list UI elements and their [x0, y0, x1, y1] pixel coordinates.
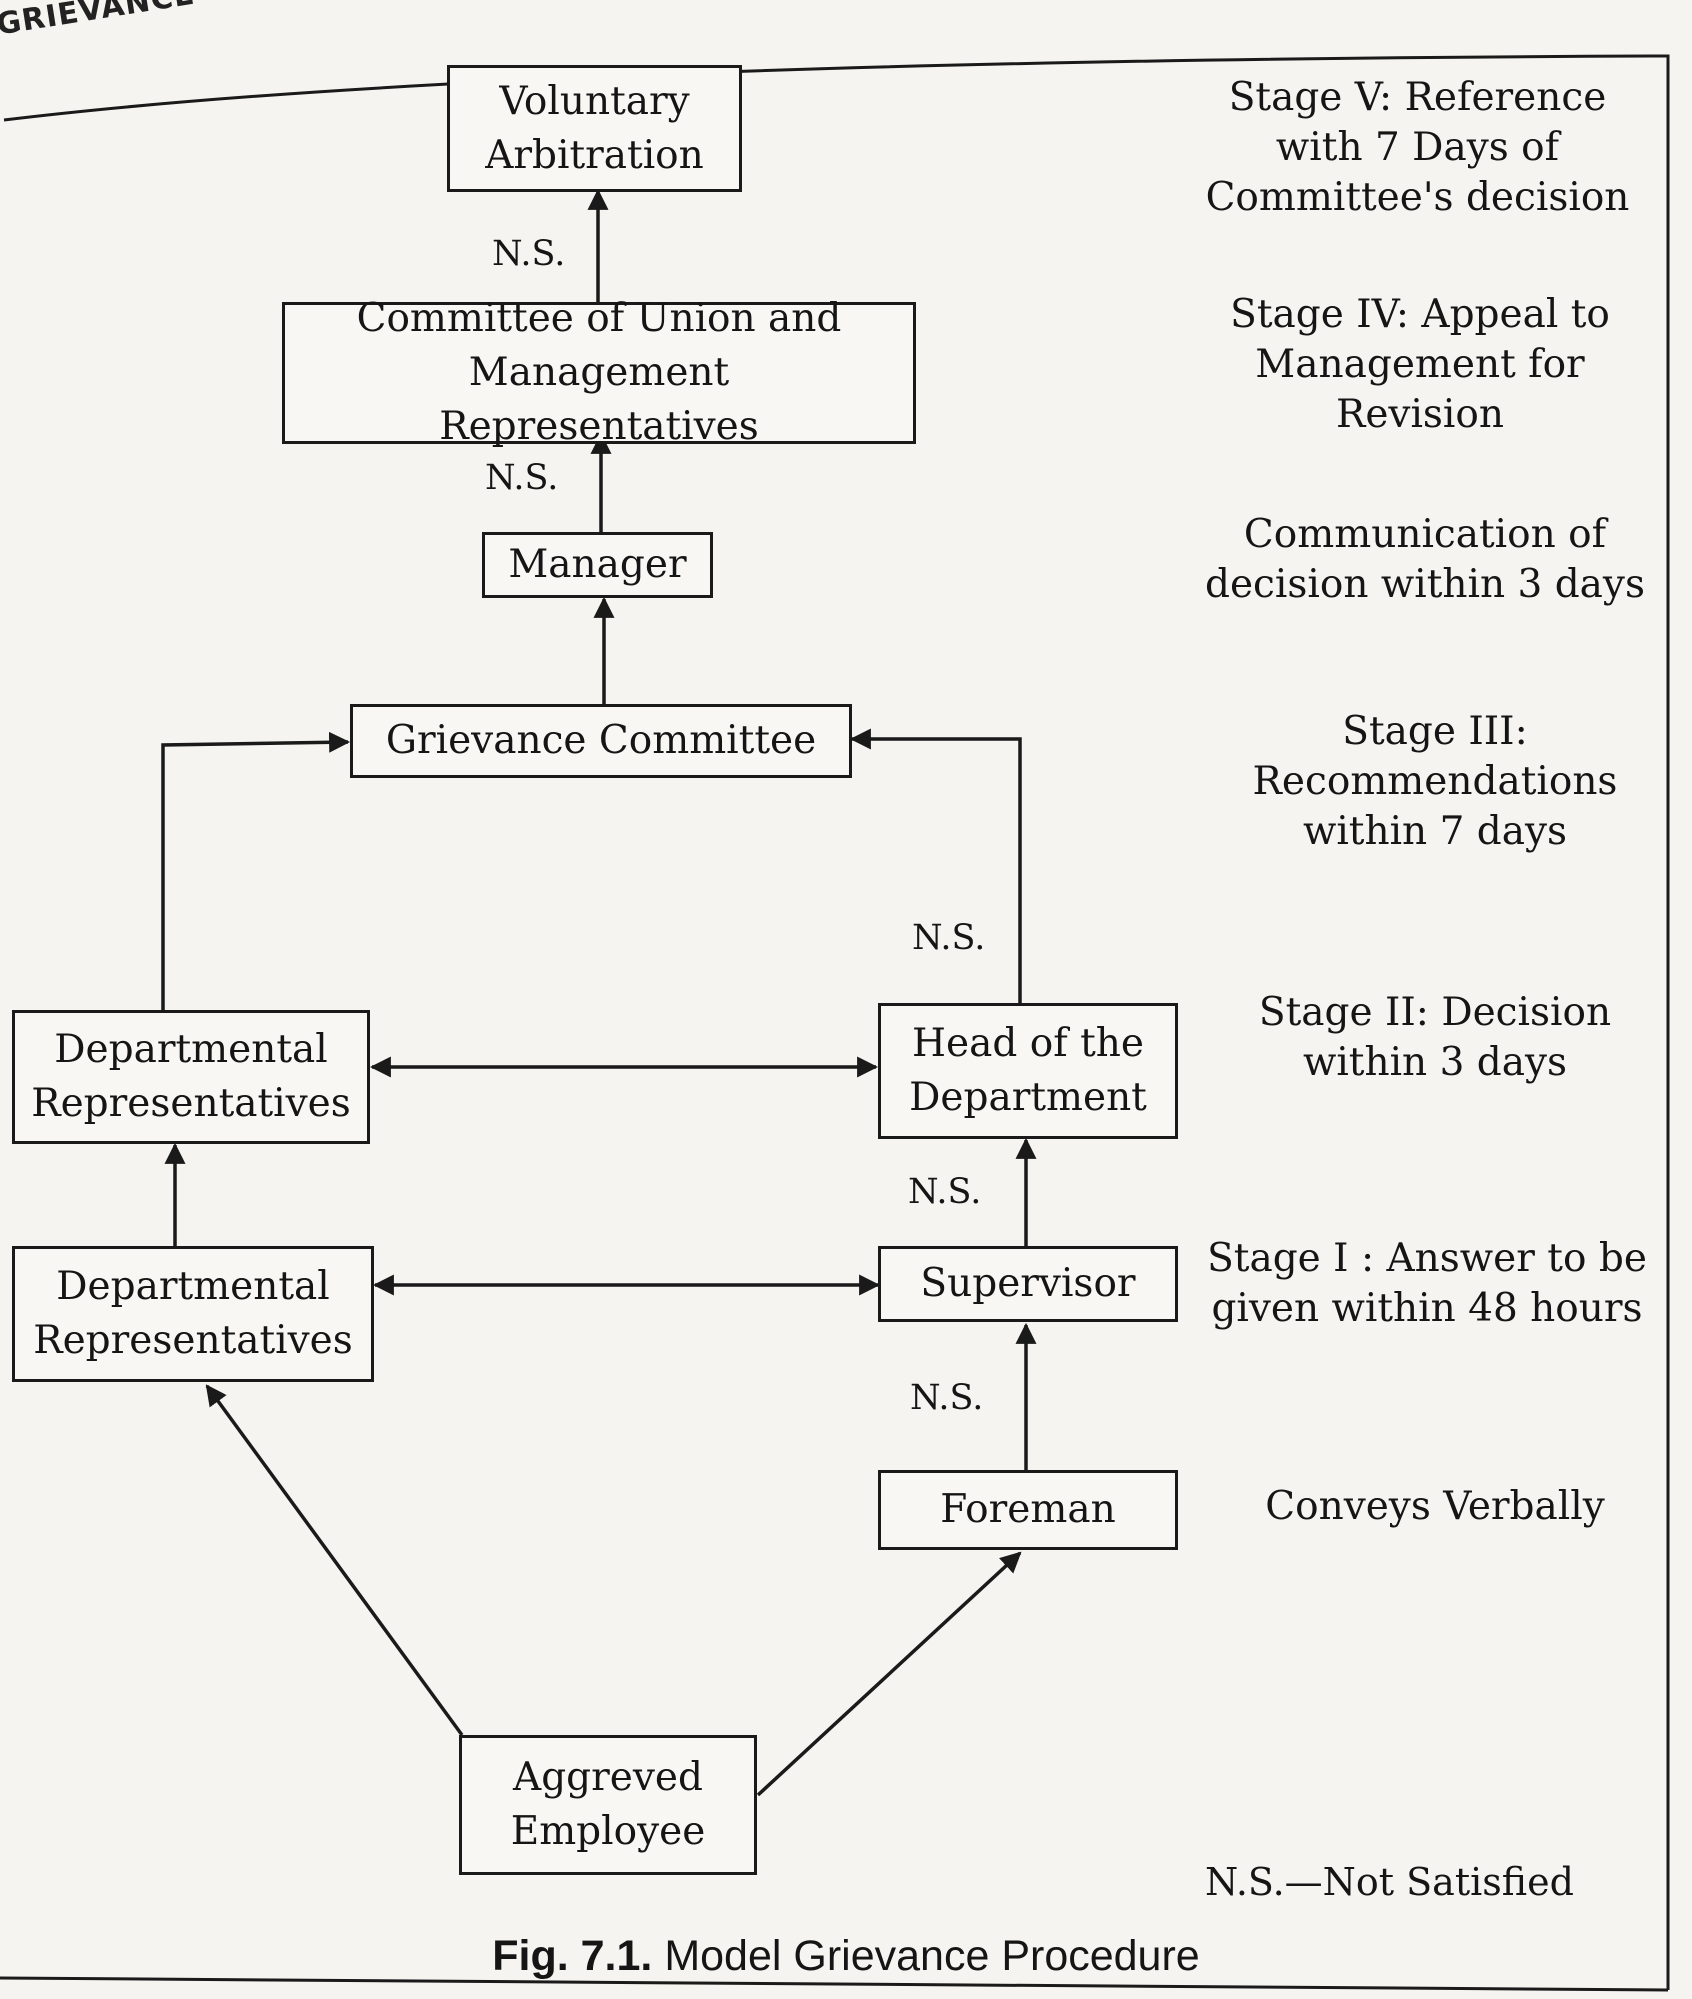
node-aggrieved-employee: Aggreved Employee	[459, 1735, 757, 1875]
figure-caption: Fig. 7.1. Model Grievance Procedure	[0, 1932, 1692, 1981]
node-voluntary-arbitration: Voluntary Arbitration	[447, 65, 742, 192]
ns-label: N.S.	[485, 458, 559, 498]
stage-2-text: Stage II: Decision within 3 days	[1258, 990, 1612, 1085]
arrow-dept-reps-to-grievance-committee	[161, 731, 351, 1010]
stage-5-text: Stage V: Reference with 7 Days of Commit…	[1205, 75, 1630, 220]
ns-label: N.S.	[908, 1172, 982, 1212]
node-grievance-committee: Grievance Committee	[350, 704, 852, 778]
node-departmental-representatives-upper: Departmental Representatives	[12, 1010, 370, 1144]
node-supervisor: Supervisor	[878, 1246, 1178, 1322]
legend-ns: N.S.—Not Satisfied	[1205, 1860, 1574, 1904]
node-manager: Manager	[482, 532, 713, 598]
ns-label: N.S.	[912, 918, 986, 958]
node-foreman: Foreman	[878, 1470, 1178, 1550]
conveys-verbally-text: Conveys Verbally	[1265, 1484, 1605, 1529]
figure-title: Model Grievance Procedure	[664, 1932, 1200, 1980]
arrow-head-to-grievance-committee	[849, 728, 1022, 1003]
stage-4-text: Stage IV: Appeal to Management for Revis…	[1230, 292, 1610, 437]
figure-number: Fig. 7.1.	[492, 1932, 653, 1980]
node-committee-union-management: Committee of Union and Management Repres…	[282, 296, 916, 449]
stage-3-text: Stage III: Recommendations within 7 days	[1252, 709, 1618, 854]
stage-1-text: Stage I : Answer to be given within 48 h…	[1207, 1236, 1647, 1331]
ns-label: N.S.	[492, 234, 566, 274]
communication-text: Communication of decision within 3 days	[1205, 512, 1645, 607]
node-departmental-representatives-lower: Departmental Representatives	[12, 1246, 374, 1382]
page-border-bottom	[0, 1976, 1669, 1992]
arrow-employee-to-dept-reps	[205, 1384, 464, 1737]
ns-label: N.S.	[910, 1378, 984, 1418]
node-head-of-department: Head of the Department	[878, 1003, 1178, 1139]
arrow-employee-to-foreman	[756, 1551, 1022, 1797]
